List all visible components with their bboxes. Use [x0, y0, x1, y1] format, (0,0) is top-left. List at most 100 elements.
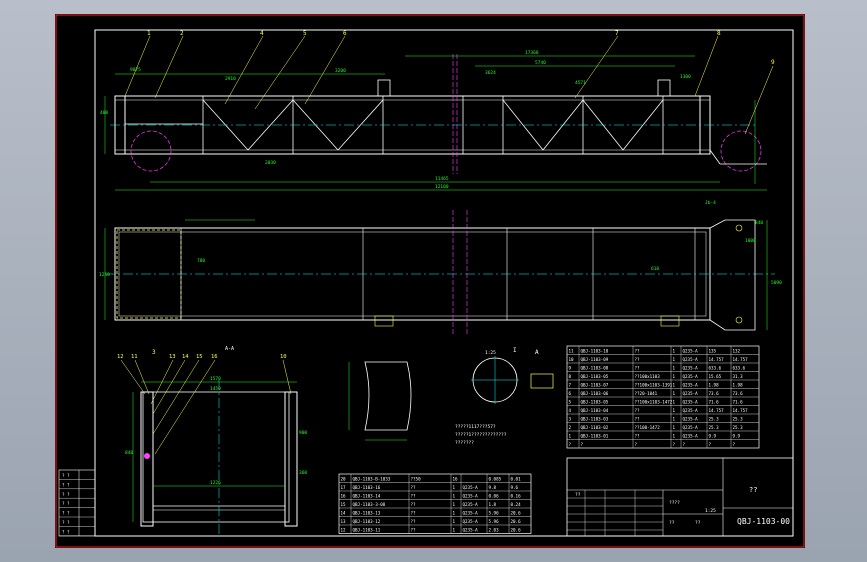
parts-upper-cell: QBJ-1103-08	[581, 366, 609, 371]
parts-upper-cell: 6	[569, 391, 572, 396]
parts-upper-cell: 1	[673, 383, 676, 388]
parts-upper-cell: 1	[673, 400, 676, 405]
balloon-12[interactable]: 12	[117, 354, 124, 360]
parts-upper-cell: 73.6	[733, 391, 744, 396]
parts-upper-cell: ??100x1103-1472	[635, 400, 673, 405]
parts-lower-cell: 16	[453, 477, 459, 482]
parts-upper-cell: 1	[569, 434, 572, 439]
balloon-13[interactable]: 13	[169, 354, 176, 360]
parts-lower-cell: Q235-A	[463, 502, 479, 507]
parts-upper-cell: QBJ-1103-02	[581, 425, 609, 430]
parts-upper-cell: QBJ-1103-04	[581, 408, 609, 413]
parts-upper-cell: 9	[569, 366, 572, 371]
parts-upper-cell: 633.6	[709, 366, 722, 371]
parts-upper-cell: QBJ-1103-03	[581, 417, 609, 422]
parts-upper-cell: 25.3	[733, 425, 744, 430]
parts-upper-cell: 1	[673, 425, 676, 430]
parts-lower-cell: QBJ-1103-B-1033	[353, 477, 391, 482]
parts-lower-cell: 0.085	[489, 477, 502, 482]
parts-upper-cell: ?	[709, 442, 712, 447]
parts-upper-cell: Q235-A	[683, 383, 699, 388]
dim-plan-1: 780	[197, 258, 205, 264]
parts-lower-cell: ??	[411, 502, 417, 507]
parts-lower-cell: 16	[341, 494, 347, 499]
parts-lower-cell: 12	[341, 528, 347, 533]
parts-lower-cell: 9.6	[511, 485, 519, 490]
balloon-16[interactable]: 16	[211, 354, 218, 360]
dim-front-9: 1300	[680, 74, 691, 80]
parts-lower-cell: 15	[341, 502, 347, 507]
parts-lower-cell: 5.96	[489, 511, 500, 516]
parts-upper-cell: 1	[673, 366, 676, 371]
dim-front-11: 840	[755, 220, 763, 226]
parts-lower-cell: 20.6	[511, 519, 522, 524]
parts-lower-cell: Q235-A	[463, 519, 479, 524]
balloon-14[interactable]: 14	[182, 354, 189, 360]
balloon-6[interactable]: 6	[343, 30, 347, 37]
parts-upper-cell: 2	[569, 425, 572, 430]
parts-upper-cell: QBJ-1103-06	[581, 391, 609, 396]
dim-section-1: 1450	[210, 386, 221, 392]
balloon-10[interactable]: 10	[280, 354, 287, 360]
balloon-8[interactable]: 8	[717, 30, 721, 37]
dim-plan-5: Jb-4	[705, 200, 716, 206]
drawing-canvas[interactable]: 9075 11465 12100 17368 5740 4571 3200 36…	[55, 14, 805, 548]
parts-upper-cell: Q235-A	[683, 400, 699, 405]
parts-lower-cell: Q235-A	[463, 511, 479, 516]
parts-upper-cell: 1.98	[709, 383, 720, 388]
detail-label-a: A	[535, 349, 539, 356]
revision-row: ? ?	[62, 511, 70, 516]
parts-lower-cell: 1	[453, 511, 456, 516]
parts-upper-cell: Q235-A	[683, 349, 699, 354]
balloon-3[interactable]: 3	[152, 349, 156, 356]
parts-upper-cell: Q235-A	[683, 417, 699, 422]
dim-front-4: 5740	[535, 60, 546, 66]
parts-upper-cell: 1	[673, 434, 676, 439]
title-scale: 1:25	[705, 508, 716, 514]
parts-upper-cell: 5	[569, 400, 572, 405]
dim-front-1: 11465	[435, 176, 449, 182]
parts-lower-cell: 1	[453, 528, 456, 533]
dim-front-8: 2910	[225, 76, 236, 82]
parts-upper-cell: 135	[709, 349, 717, 354]
balloon-9[interactable]: 9	[771, 59, 775, 66]
balloon-11[interactable]: 11	[131, 354, 138, 360]
parts-lower-cell: 20.6	[511, 511, 522, 516]
note-line-0: ?????1117???57?	[455, 424, 496, 430]
section-label-aa: A-A	[225, 346, 234, 352]
balloon-5[interactable]: 5	[303, 30, 307, 37]
parts-upper-cell: Q235-A	[683, 408, 699, 413]
parts-upper-cell: 71.6	[733, 400, 744, 405]
dim-plan-4: 1000	[745, 238, 756, 244]
parts-upper-cell: QBJ-1103-07	[581, 383, 609, 388]
plan-view: 1250 780 610 5090 1000 Jb-4	[99, 200, 782, 334]
detail-views: I A 1:25 ?????1117???57? ?????1?????????…	[348, 347, 554, 446]
balloon-1[interactable]: 1	[147, 30, 151, 37]
parts-upper-cell: 11	[569, 349, 575, 354]
balloon-7[interactable]: 7	[615, 30, 619, 37]
balloon-4[interactable]: 4	[260, 30, 264, 37]
parts-upper-cell: ??100x1103-1391	[635, 383, 673, 388]
parts-upper-cell: 25.3	[709, 425, 720, 430]
parts-upper-cell: 73.6	[709, 391, 720, 396]
detail-label-i: I	[513, 347, 517, 354]
parts-upper-cell: 14.757	[733, 357, 749, 362]
title-name: ??	[749, 486, 757, 494]
note-line-1: ?????1?????????????	[455, 432, 507, 438]
front-elevation: 9075 11465 12100 17368 5740 4571 3200 36…	[100, 30, 775, 356]
parts-lower-cell: QBJ-1103-11	[353, 528, 381, 533]
parts-lower-cell: Q235-A	[463, 528, 479, 533]
balloon-2[interactable]: 2	[180, 30, 184, 37]
parts-lower-cell: QBJ-1103-14	[353, 494, 381, 499]
parts-lower-cell: 13	[341, 519, 347, 524]
parts-upper-cell: 25.3	[709, 417, 720, 422]
parts-upper-cell: 1	[673, 374, 676, 379]
revision-row: ? ?	[62, 482, 70, 487]
balloon-15[interactable]: 15	[196, 354, 203, 360]
parts-lower-cell: 1.8	[489, 502, 497, 507]
parts-lower-cell: 0.01	[511, 477, 522, 482]
dim-section-2: 1226	[210, 480, 221, 486]
parts-upper-cell: ?	[569, 442, 572, 447]
